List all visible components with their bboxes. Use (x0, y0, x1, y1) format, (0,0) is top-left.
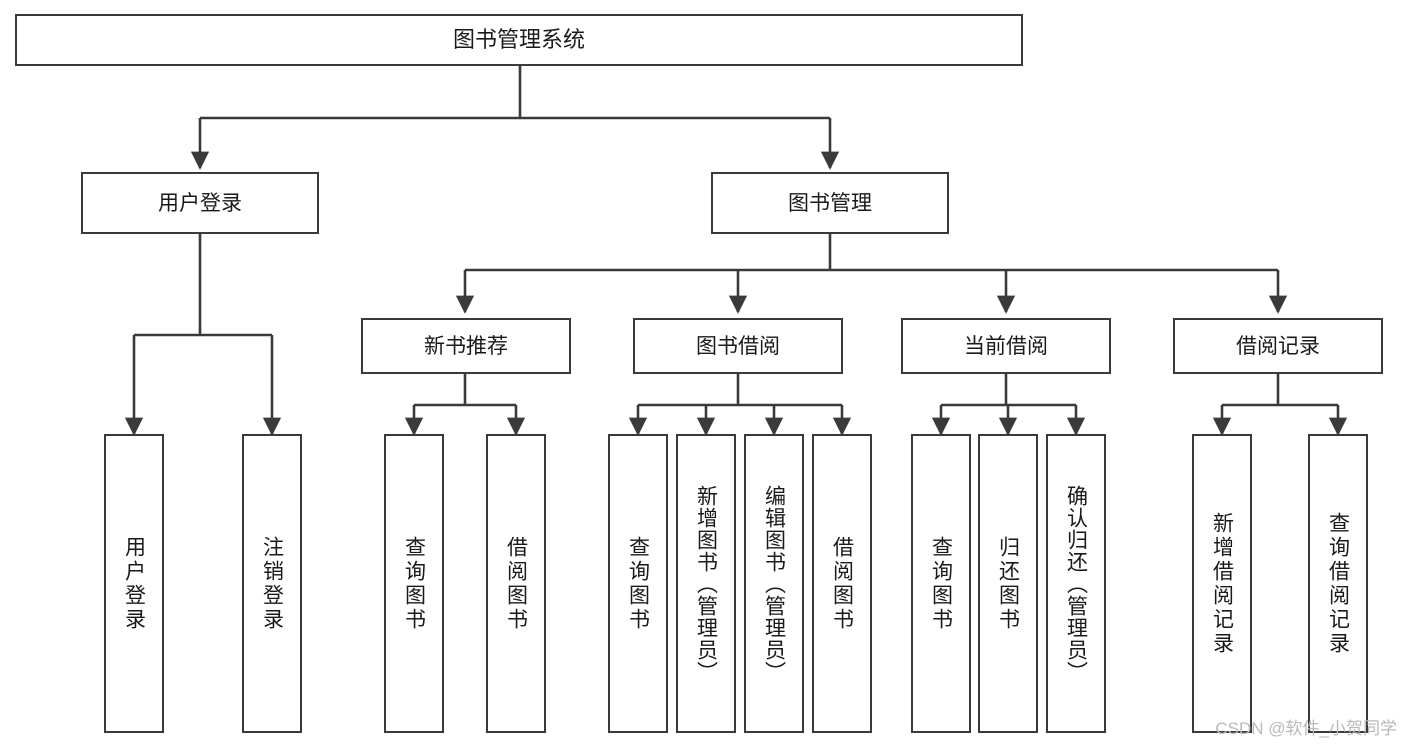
node-leaf-confirm-return-admin[interactable]: 确认归还（管理员） (1046, 434, 1106, 733)
node-leaf-user-logout-label: 注销登录 (260, 535, 284, 632)
node-current-borrow-label: 当前借阅 (964, 334, 1048, 358)
csdn-watermark: CSDN @软件_小贺同学 (1215, 719, 1397, 738)
node-leaf-add-book-admin[interactable]: 新增图书（管理员） (676, 434, 736, 733)
node-leaf-user-login[interactable]: 用户登录 (104, 434, 164, 733)
node-leaf-query-borrow-record-label: 查询借阅记录 (1326, 511, 1350, 656)
node-leaf-query-borrow-record[interactable]: 查询借阅记录 (1308, 434, 1368, 733)
node-leaf-edit-book-admin-label: 编辑图书（管理员） (762, 484, 786, 683)
node-root[interactable]: 图书管理系统 (15, 14, 1023, 66)
node-user-login[interactable]: 用户登录 (81, 172, 319, 234)
node-new-book-recommend[interactable]: 新书推荐 (361, 318, 571, 374)
node-leaf-edit-book-admin[interactable]: 编辑图书（管理员） (744, 434, 804, 733)
node-leaf-borrow-book-2[interactable]: 借阅图书 (812, 434, 872, 733)
node-leaf-add-borrow-record-label: 新增借阅记录 (1210, 511, 1234, 656)
node-leaf-query-book-3-label: 查询图书 (929, 535, 953, 632)
node-leaf-borrow-book-1[interactable]: 借阅图书 (486, 434, 546, 733)
node-leaf-add-book-admin-label: 新增图书（管理员） (694, 484, 718, 683)
node-leaf-borrow-book-1-label: 借阅图书 (504, 535, 528, 632)
node-leaf-return-book[interactable]: 归还图书 (978, 434, 1038, 733)
node-user-login-label: 用户登录 (158, 191, 242, 215)
node-book-manage-label: 图书管理 (788, 191, 872, 215)
node-leaf-borrow-book-2-label: 借阅图书 (830, 535, 854, 632)
node-book-borrow-label: 图书借阅 (696, 334, 780, 358)
node-leaf-query-book-2-label: 查询图书 (626, 535, 650, 632)
node-leaf-return-book-label: 归还图书 (996, 535, 1020, 632)
node-leaf-query-book-1[interactable]: 查询图书 (384, 434, 444, 733)
node-root-label: 图书管理系统 (452, 27, 585, 52)
node-leaf-query-book-3[interactable]: 查询图书 (911, 434, 971, 733)
node-leaf-add-borrow-record[interactable]: 新增借阅记录 (1192, 434, 1252, 733)
node-borrow-record-label: 借阅记录 (1236, 334, 1320, 358)
node-leaf-user-login-label: 用户登录 (122, 535, 146, 632)
node-book-borrow[interactable]: 图书借阅 (633, 318, 843, 374)
node-book-manage[interactable]: 图书管理 (711, 172, 949, 234)
node-borrow-record[interactable]: 借阅记录 (1173, 318, 1383, 374)
node-leaf-query-book-2[interactable]: 查询图书 (608, 434, 668, 733)
node-leaf-query-book-1-label: 查询图书 (402, 535, 426, 632)
node-current-borrow[interactable]: 当前借阅 (901, 318, 1111, 374)
node-leaf-confirm-return-admin-label: 确认归还（管理员） (1064, 484, 1088, 683)
node-new-book-recommend-label: 新书推荐 (424, 334, 508, 358)
node-leaf-user-logout[interactable]: 注销登录 (242, 434, 302, 733)
